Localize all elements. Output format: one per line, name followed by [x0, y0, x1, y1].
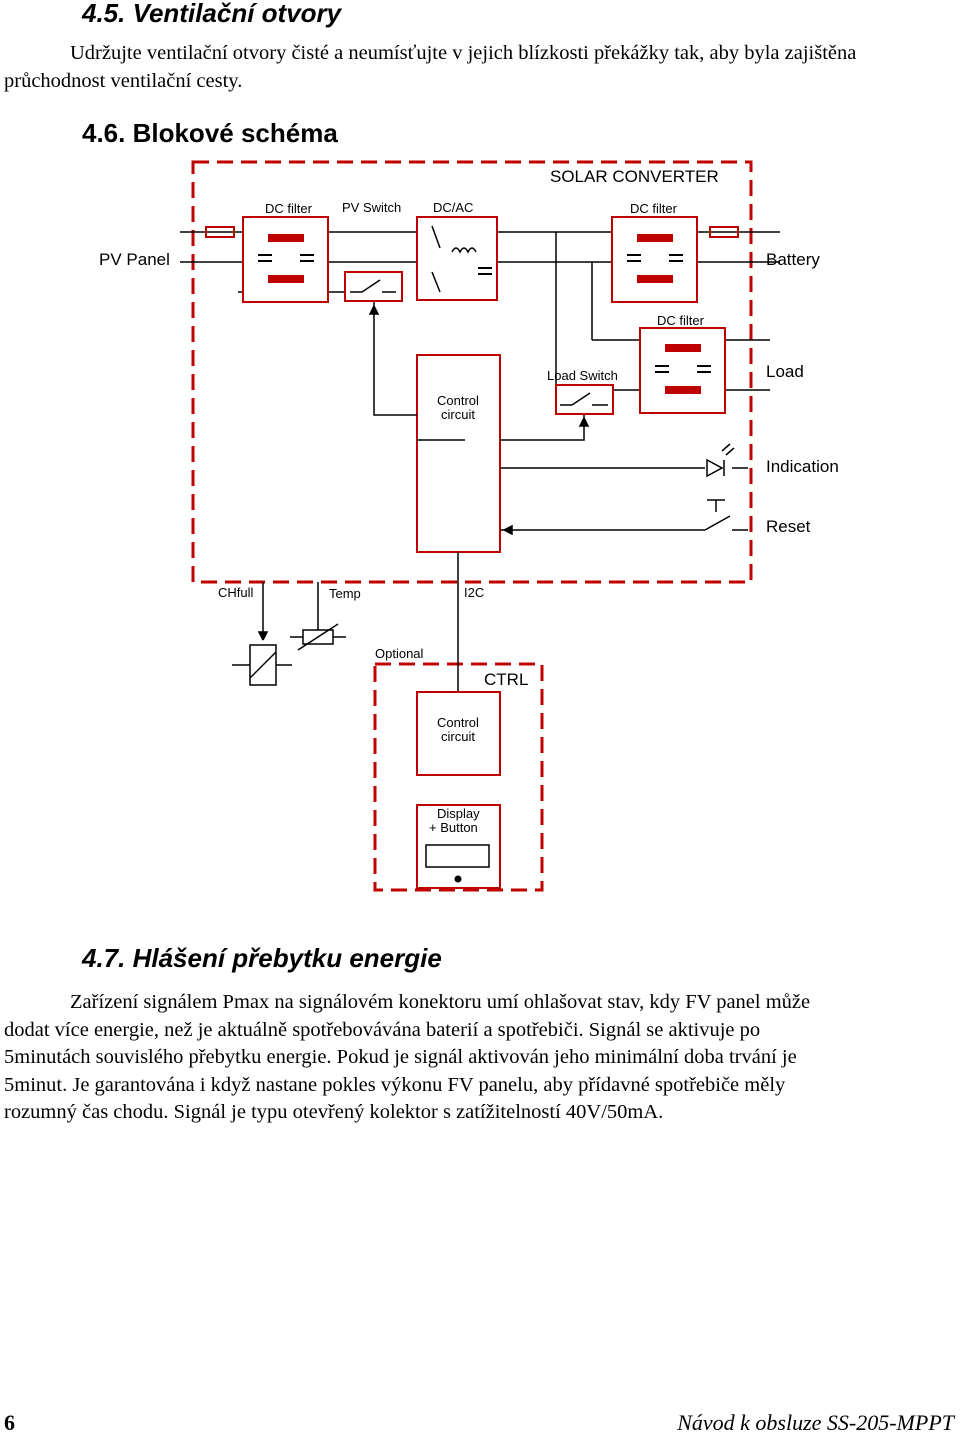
block-diagram: SOLAR CONVERTER DC filter PV Switch	[99, 160, 839, 892]
section-45-heading: 4.5. Ventilační otvory	[82, 0, 342, 28]
dc-filter-load	[639, 327, 726, 414]
dcac-label: DC/AC	[433, 200, 473, 215]
dc-filter-battery-label: DC filter	[630, 201, 678, 216]
chfull-relay	[232, 644, 292, 686]
dc-filter-in-label: DC filter	[265, 201, 313, 216]
indication-led-icon	[706, 443, 748, 478]
display-button-icon	[454, 875, 462, 883]
dc-filter-in	[242, 216, 329, 303]
section-45-text-content: Udržujte ventilační otvory čisté a neumí…	[4, 42, 857, 92]
section-47-line-4: 5minut. Je garantována i když nastane po…	[4, 1073, 786, 1096]
fuse-battery	[709, 226, 739, 238]
section-47-text: Zařízení signálem Pmax na signálovém kon…	[4, 989, 954, 1127]
section-45-text: Udržujte ventilační otvory čisté a neumí…	[4, 40, 944, 95]
pv-switch-label: PV Switch	[342, 200, 401, 215]
section-47-line-1-text: Zařízení signálem Pmax na signálovém kon…	[70, 991, 811, 1013]
load-switch-label: Load Switch	[547, 368, 618, 383]
dc-filter-load-label: DC filter	[657, 313, 705, 328]
section-47-line-2: dodat více energie, než je aktuálně spot…	[4, 1018, 761, 1041]
reset-label: Reset	[766, 517, 811, 536]
converter-boundary	[191, 160, 753, 584]
fuse-pv	[205, 226, 235, 238]
ctrl-control-circuit-label-1: Control	[437, 715, 479, 730]
dc-filter-battery	[611, 216, 698, 303]
chfull-label: CHfull	[218, 585, 254, 600]
control-circuit-block	[416, 354, 501, 553]
section-46-heading: 4.6. Blokové schéma	[82, 118, 338, 148]
reset-button-icon	[704, 499, 748, 531]
temp-label: Temp	[329, 586, 361, 601]
control-arrows	[257, 302, 705, 692]
load-switch	[555, 384, 614, 415]
i2c-label: I2C	[464, 585, 484, 600]
indication-label: Indication	[766, 457, 839, 476]
load-label: Load	[766, 362, 804, 381]
display-block	[416, 804, 501, 889]
display-label-2: + Button	[429, 820, 478, 835]
document-title: Návod k obsluze SS-205-MPPT	[677, 1410, 954, 1435]
page-number: 6	[4, 1410, 15, 1435]
dcac-block	[416, 216, 498, 301]
control-circuit-label-2: circuit	[441, 407, 475, 422]
section-47-line-5: rozumný čas chodu. Signál je typu otevře…	[4, 1101, 664, 1123]
ctrl-label: CTRL	[484, 670, 528, 689]
ctrl-control-circuit-block	[416, 691, 501, 776]
optional-label: Optional	[375, 646, 424, 661]
temp-thermistor	[290, 623, 346, 651]
section-47-line-1: Zařízení signálem Pmax na signálovém kon…	[4, 989, 954, 1017]
battery-label: Battery	[766, 250, 820, 269]
pv-switch	[344, 271, 403, 302]
converter-title: SOLAR CONVERTER	[550, 167, 719, 186]
section-47-heading: 4.7. Hlášení přebytku energie	[82, 943, 442, 973]
ctrl-control-circuit-label-2: circuit	[441, 729, 475, 744]
display-label-1: Display	[437, 806, 480, 821]
section-47-line-3: 5minutách souvislého přebytku energie. P…	[4, 1046, 797, 1068]
pv-panel-label: PV Panel	[99, 250, 170, 269]
control-circuit-label-1: Control	[437, 393, 479, 408]
display-screen	[425, 844, 490, 868]
